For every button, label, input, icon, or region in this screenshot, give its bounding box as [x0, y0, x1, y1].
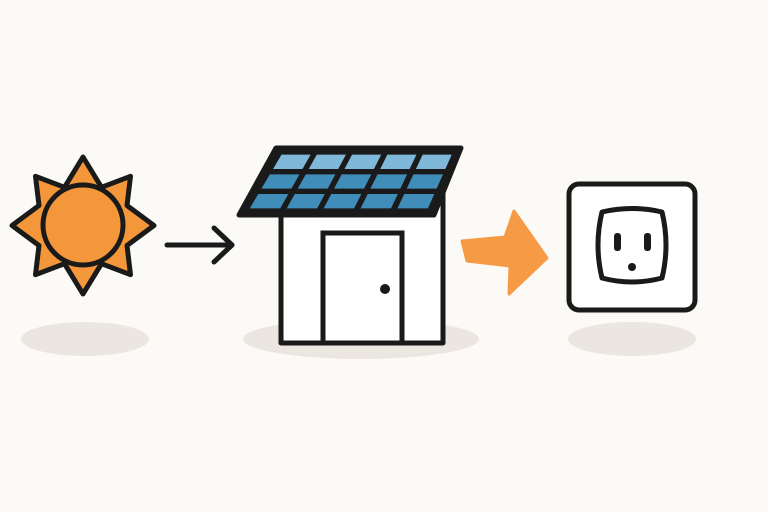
outlet-face [595, 206, 669, 285]
solar-cell [261, 174, 300, 189]
solar-cell [297, 174, 336, 189]
outlet-ground-hole [628, 263, 636, 271]
sun-shadow [21, 322, 149, 356]
solar-cell [370, 174, 408, 189]
outlet-shadow [568, 322, 696, 356]
solar-panel-icon [249, 154, 452, 209]
solar-cell [380, 154, 417, 170]
solar-cell [406, 174, 444, 189]
solar-cell [397, 193, 435, 209]
sun-disc [40, 182, 126, 268]
door-knob-icon [380, 284, 390, 294]
solar-cell [249, 193, 289, 209]
house-with-solar-roof-icon [236, 145, 464, 346]
solar-cell [415, 154, 452, 170]
sun-icon [9, 154, 157, 297]
door [320, 230, 405, 346]
electric-arrow-icon [460, 209, 549, 296]
outlet-slot-right [644, 233, 651, 251]
solar-cell [273, 154, 311, 170]
solar-cell [360, 193, 398, 209]
arrow-right-icon [164, 225, 235, 265]
solar-cell [308, 154, 346, 170]
solar-cell [286, 193, 325, 209]
outlet-slot-left [614, 233, 621, 251]
power-outlet-icon [566, 181, 698, 313]
solar-cell [323, 193, 362, 209]
solar-cell [344, 154, 382, 170]
solar-cell [334, 174, 372, 189]
